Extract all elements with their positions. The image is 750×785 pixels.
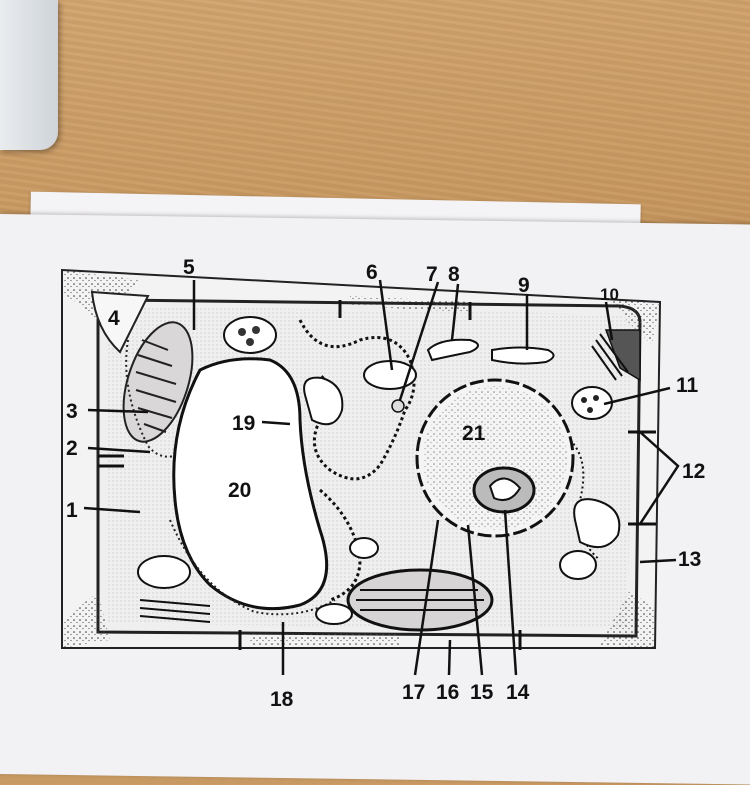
label-9: 9 (518, 274, 530, 297)
corner-space-br (600, 590, 655, 648)
label-18: 18 (270, 688, 294, 711)
label-4: 4 (108, 307, 120, 330)
label-10: 10 (600, 285, 619, 304)
mitochondrion-mid (349, 537, 379, 559)
label-3: 3 (66, 400, 78, 423)
rough-er (298, 319, 416, 481)
mito-top-dot-a (238, 328, 246, 336)
label-12: 12 (682, 460, 705, 483)
label-1: 1 (66, 499, 78, 522)
plasmodesmata (98, 300, 656, 650)
chloroplast-thylakoids (135, 339, 177, 433)
mitochondrion-lower-left (137, 555, 191, 589)
structure-7 (391, 399, 405, 413)
plant-cell-diagram: 1 2 3 4 5 6 7 8 9 10 11 12 13 14 15 16 1… (61, 256, 705, 711)
vesicle-right (573, 498, 621, 549)
label-19: 19 (232, 412, 255, 435)
structure-4-space (90, 290, 150, 354)
corner-space-bl (62, 592, 110, 648)
label-15: 15 (470, 681, 494, 704)
mito-11-dot-a (581, 397, 587, 403)
leader-lines (83, 279, 680, 676)
mitochondrion-bottom (315, 603, 353, 625)
label-17: 17 (402, 681, 425, 704)
mito-top-dot-c (246, 338, 254, 346)
mito-11-dot-b (593, 395, 599, 401)
label-13: 13 (678, 548, 701, 571)
vesicle-left (303, 376, 344, 426)
laptop-corner (0, 0, 58, 150)
wall-band-bottom (250, 632, 400, 645)
label-16: 16 (436, 681, 459, 704)
label-2: 2 (66, 437, 78, 460)
chloroplast-lower-stacks (356, 589, 484, 611)
structure-10-lines (591, 333, 629, 381)
mitochondrion-right (559, 550, 597, 580)
golgi-8 (426, 338, 479, 362)
stacked-membranes (139, 599, 211, 623)
label-7: 7 (426, 263, 438, 286)
label-21: 21 (462, 422, 486, 445)
label-8: 8 (448, 263, 460, 286)
wall-band-top (350, 296, 470, 312)
label-5: 5 (183, 256, 195, 279)
structure-9 (491, 346, 555, 365)
vacuole (172, 357, 329, 611)
nucleolus-core (488, 477, 522, 501)
label-11: 11 (676, 374, 699, 397)
label-6: 6 (366, 261, 378, 284)
mito-11-dot-c (587, 407, 593, 413)
label-14: 14 (506, 681, 530, 704)
corner-space-tr (610, 298, 660, 345)
mitochondrion-top (223, 316, 277, 354)
label-20: 20 (228, 479, 251, 502)
mito-top-dot-b (252, 326, 260, 334)
